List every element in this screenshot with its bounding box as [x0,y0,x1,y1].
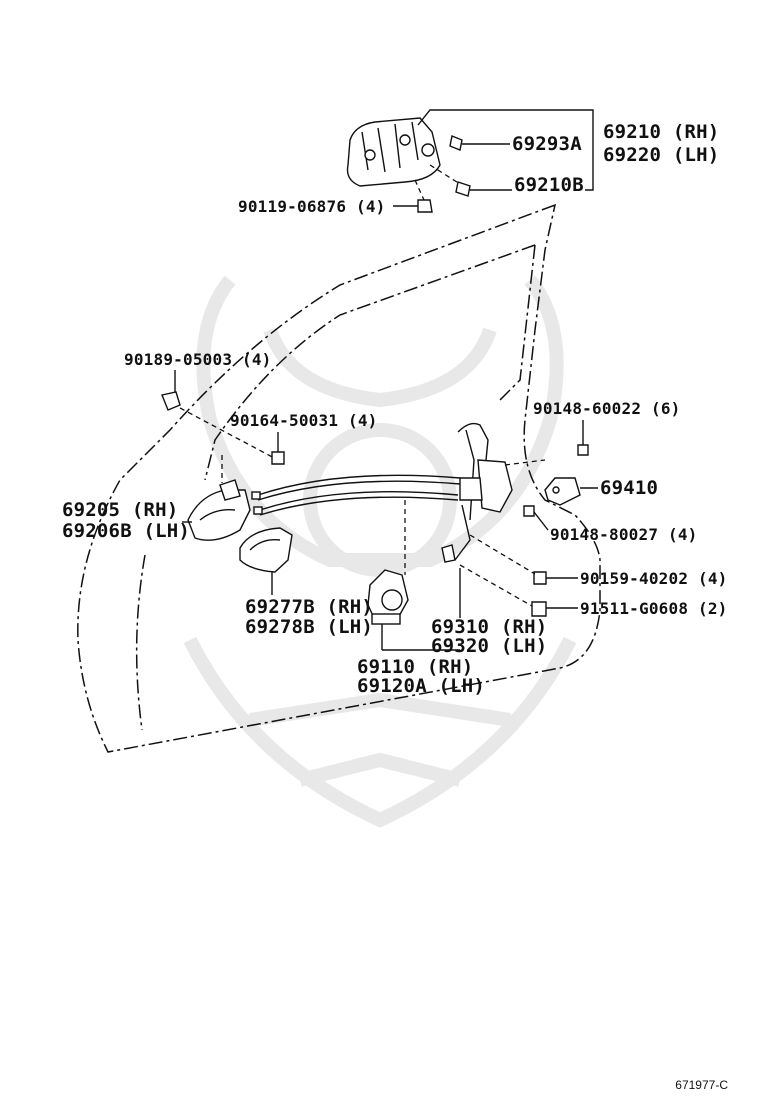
door-latch-assembly [346,109,594,191]
reference-code: 671977-C [675,1078,728,1092]
label-69206B: 69206B (LH) [62,520,190,542]
inside-handle-69205 [182,455,251,541]
label-69410: 69410 [600,477,658,499]
screw-91511 [459,564,578,617]
label-90164: 90164-50031 (4) [230,411,378,430]
label-69120A: 69120A (LH) [357,675,485,697]
label-69277B: 69277B (RH) [245,596,373,618]
label-90148-80027: 90148-80027 (4) [550,525,698,544]
label-69210: 69210 (RH) [603,121,719,143]
label-90119: 90119-06876 (4) [238,197,386,216]
label-69293A: 69293A [512,133,582,155]
screw-69210B [429,164,512,197]
bolt-90119 [393,179,433,213]
label-91511: 91511-G0608 (2) [580,599,728,618]
label-69110: 69110 (RH) [357,656,473,678]
label-69220: 69220 (LH) [603,144,719,166]
control-cables [251,474,461,516]
screw-90148-80027 [523,505,549,531]
label-90148-60022: 90148-60022 (6) [533,399,681,418]
clip-90189 [161,370,279,461]
door-lock-motor-69110 [367,500,460,651]
label-69320: 69320 (LH) [431,635,547,657]
door-lock-assembly-69310 [441,422,546,618]
part-labels: 69210 (RH) 69220 (LH) 69293A 69210B 9011… [62,121,728,697]
label-69210B: 69210B [514,174,584,196]
label-90159: 90159-40202 (4) [580,569,728,588]
screw-90148-60022 [577,420,589,456]
label-69310: 69310 (RH) [431,616,547,638]
door-outline [77,203,601,753]
handle-bezel-69277B [239,527,293,595]
screw-90159 [469,534,578,585]
watermark-logo [183,275,577,828]
striker-69410 [544,477,598,506]
label-69205: 69205 (RH) [62,499,178,521]
label-90189: 90189-05003 (4) [124,350,272,369]
screw-69293A [449,135,510,151]
label-69278B: 69278B (LH) [245,616,373,638]
screw-90164 [271,432,285,465]
